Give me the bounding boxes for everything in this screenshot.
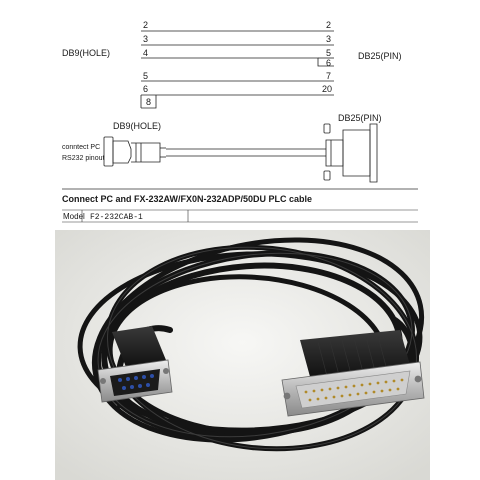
right-pin-label: 7 [326, 71, 331, 81]
wire-lines [140, 30, 334, 109]
pc-note-line2: RS232 pinout [62, 155, 104, 162]
model-key: Model [63, 212, 85, 221]
right-pin-label: 2 [326, 20, 331, 30]
db9-outline [103, 136, 166, 167]
db25-drawing-label: DB25(PIN) [338, 113, 382, 123]
left-pin-label: 8 [146, 97, 151, 107]
right-pin-label: 20 [322, 84, 332, 94]
db9-drawing-label: DB9(HOLE) [113, 121, 161, 131]
left-pin-label: 3 [143, 34, 148, 44]
db25-outline [323, 123, 378, 183]
right-pin-label: 3 [326, 34, 331, 44]
left-pin-label: 4 [143, 48, 148, 58]
cable-title: Connect PC and FX-232AW/FX0N-232ADP/50DU… [62, 194, 312, 204]
db25-pins [304, 378, 404, 402]
left-pin-label: 6 [143, 84, 148, 94]
right-connector-label: DB25(PIN) [358, 51, 402, 61]
wiring-diagram: DB9(HOLE) DB25(PIN) 2 3 4 5 6 8 2 3 5 6 … [62, 20, 402, 109]
serial-cable-photo [55, 230, 430, 480]
model-row: Model F2-232CAB-1 [62, 209, 418, 223]
cable-line [166, 148, 326, 157]
left-pin-label: 2 [143, 20, 148, 30]
right-pin-label: 6 [326, 58, 331, 68]
left-connector-label: DB9(HOLE) [62, 48, 110, 58]
pc-note-line1: conntect PC [62, 144, 100, 151]
connector-drawing: DB9(HOLE) DB25(PIN) conntect PC RS232 pi… [62, 113, 382, 183]
left-pin-label: 5 [143, 71, 148, 81]
db25-connector [281, 330, 425, 417]
model-value: F2-232CAB-1 [90, 213, 143, 222]
db25-grip-ribs [317, 335, 389, 381]
right-pin-label: 5 [326, 48, 331, 58]
db9-pin-holes [118, 374, 154, 390]
db9-connector [97, 326, 173, 403]
